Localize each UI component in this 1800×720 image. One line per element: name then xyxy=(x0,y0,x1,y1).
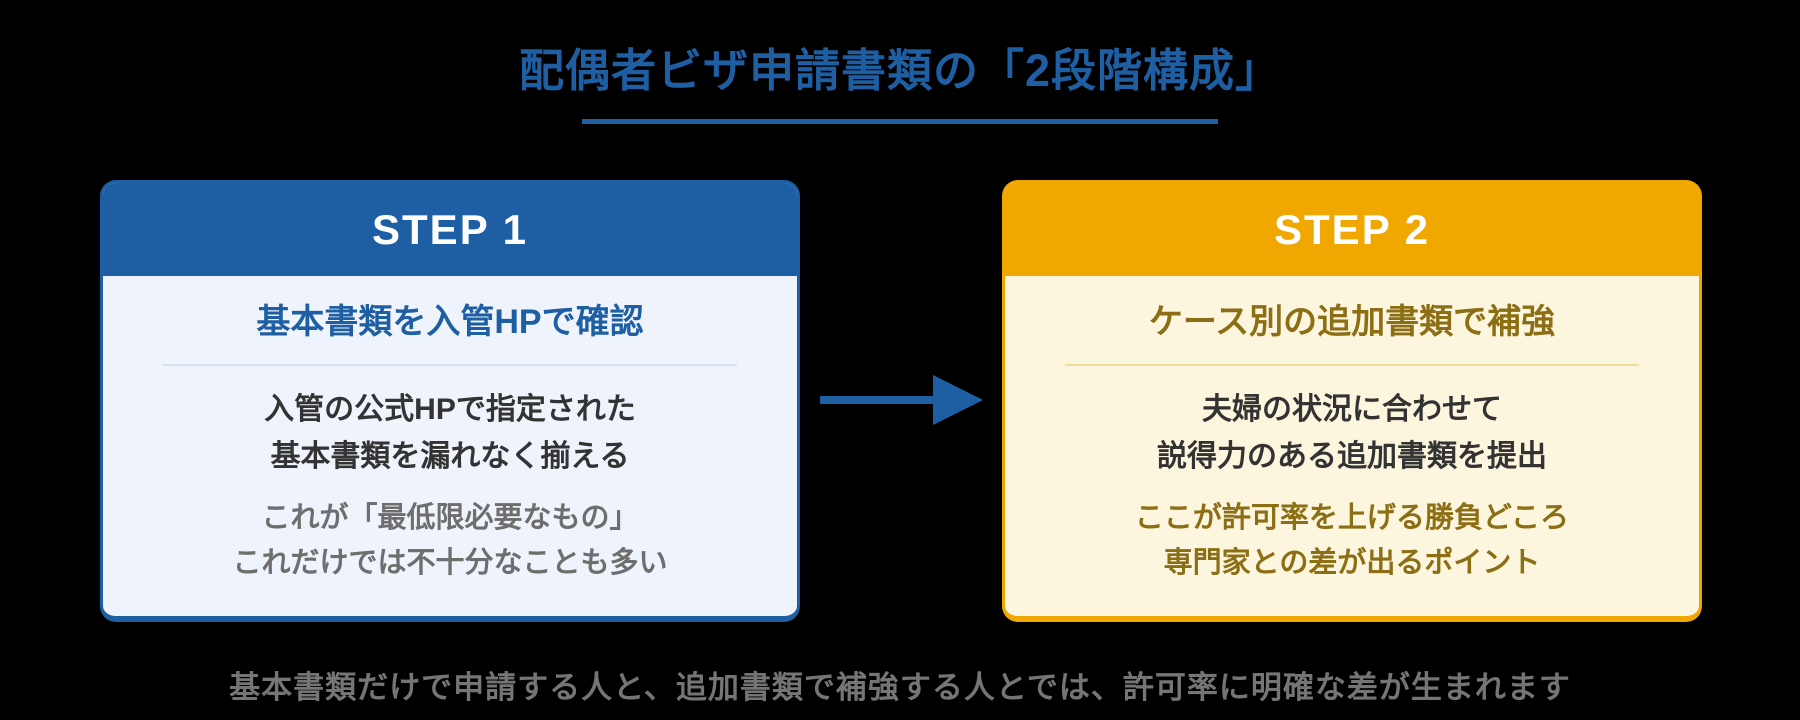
step2-heading: ケース別の追加書類で補強 xyxy=(1148,303,1556,341)
footer-caption: 基本書類だけで申請する人と、追加書類で補強する人とでは、許可率に明確な差が生まれ… xyxy=(229,670,1571,705)
page-title: 配偶者ビザ申請書類の「2段階構成」 xyxy=(518,45,1282,96)
step2-note-line-2: 専門家との差が出るポイント xyxy=(1163,547,1541,579)
step2-divider xyxy=(1065,364,1639,366)
step1-card: STEP 1 基本書類を入管HPで確認 入管の公式HPで指定された 基本書類を漏… xyxy=(100,180,800,622)
step1-body: 入管の公式HPで指定された 基本書類を漏れなく揃える xyxy=(103,386,797,480)
step1-body-line-2: 基本書類を漏れなく揃える xyxy=(270,440,630,473)
step2-note: ここが許可率を上げる勝負どころ 専門家との差が出るポイント xyxy=(1005,496,1699,586)
title-underline xyxy=(582,119,1218,124)
step1-heading: 基本書類を入管HPで確認 xyxy=(256,303,644,341)
step1-header: STEP 1 xyxy=(103,183,797,276)
step1-body-line-1: 入管の公式HPで指定された xyxy=(264,393,636,426)
step2-body-line-1: 夫婦の状況に合わせて xyxy=(1202,393,1502,426)
step1-divider xyxy=(163,364,737,366)
right-arrow-icon xyxy=(820,375,983,425)
step1-note: これが「最低限必要なもの」 これだけでは不十分なことも多い xyxy=(103,496,797,586)
step2-card: STEP 2 ケース別の追加書類で補強 夫婦の状況に合わせて 説得力のある追加書… xyxy=(1002,180,1702,622)
step1-note-line-2: これだけでは不十分なことも多い xyxy=(232,547,668,579)
step2-header: STEP 2 xyxy=(1005,183,1699,276)
step2-body: 夫婦の状況に合わせて 説得力のある追加書類を提出 xyxy=(1005,386,1699,480)
step2-body-line-2: 説得力のある追加書類を提出 xyxy=(1157,440,1547,473)
step2-note-line-1: ここが許可率を上げる勝負どころ xyxy=(1134,502,1570,534)
step1-note-line-1: これが「最低限必要なもの」 xyxy=(261,502,639,534)
